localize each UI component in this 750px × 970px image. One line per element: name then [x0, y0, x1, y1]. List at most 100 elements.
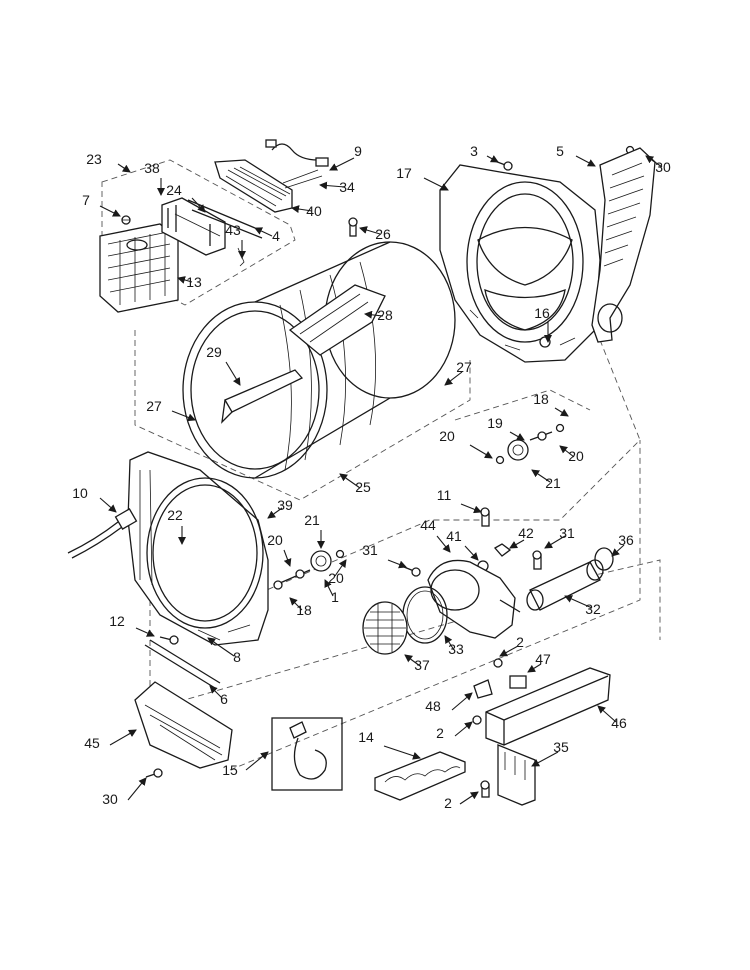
lower-duct	[134, 681, 233, 769]
callout-leader	[245, 751, 269, 771]
callout-leader	[404, 654, 421, 667]
callout-leader	[364, 310, 384, 319]
callout-leader	[209, 685, 223, 699]
callout-leader	[459, 791, 479, 805]
callout-leader	[191, 197, 206, 213]
callout-number: 45	[84, 735, 100, 751]
callout-number: 26	[375, 226, 391, 242]
callout-number: 21	[304, 512, 320, 528]
rear-duct	[591, 147, 656, 343]
callout-number: 3	[470, 143, 478, 159]
callout-number: 15	[222, 762, 238, 778]
callout-number: 40	[306, 203, 322, 219]
callout-leader	[486, 155, 499, 163]
callout-number: 35	[553, 739, 569, 755]
callout-leader	[559, 445, 575, 458]
drum	[182, 241, 456, 479]
callout-number: 12	[109, 613, 125, 629]
callout-number: 18	[296, 602, 312, 618]
callout-number: 23	[86, 151, 102, 167]
lint-screen	[99, 223, 179, 313]
heater-housing	[485, 667, 611, 746]
callout-number: 36	[618, 532, 634, 548]
callout-leader	[499, 645, 519, 657]
callout-leader	[597, 705, 617, 723]
callout-number: 27	[456, 359, 472, 375]
callout-number: 20	[267, 532, 283, 548]
callout-leader	[339, 473, 361, 489]
screw-26	[348, 217, 358, 237]
screw-11	[480, 507, 490, 527]
callout-leader	[291, 205, 313, 213]
callout-number: 1	[331, 589, 339, 605]
callout-leader	[444, 635, 455, 651]
callout-leader	[334, 559, 347, 577]
callout-number: 2	[436, 725, 444, 741]
callout-number: 18	[533, 391, 549, 407]
harness-kit	[271, 717, 343, 791]
callout-leader	[135, 627, 155, 637]
callout-number: 16	[534, 305, 550, 321]
callout-number: 2	[444, 795, 452, 811]
bracket-35	[497, 744, 536, 806]
callout-leader	[319, 181, 346, 190]
callout-number: 20	[568, 448, 584, 464]
screw-7	[121, 215, 131, 225]
callout-number: 42	[518, 525, 534, 541]
callout-leader	[423, 177, 449, 191]
callout-leader	[645, 155, 663, 168]
clip-42	[493, 543, 512, 557]
callout-number: 38	[144, 160, 160, 176]
screw-31-left	[403, 566, 421, 577]
callout-number: 4	[272, 228, 280, 244]
screw-31-right	[532, 550, 542, 570]
callout-number: 32	[585, 601, 601, 617]
blower-housing	[427, 559, 521, 639]
callout-leader	[267, 507, 283, 519]
callout-number: 20	[328, 570, 344, 586]
callout-leader	[207, 637, 235, 657]
rod-6	[144, 639, 221, 689]
callout-number: 17	[396, 165, 412, 181]
roller-assembly-lower	[273, 549, 345, 590]
callout-leader	[127, 777, 147, 801]
callout-number: 34	[339, 179, 355, 195]
callout-leader	[324, 579, 334, 597]
rear-bulkhead	[439, 164, 601, 363]
lint-housing-bracket	[161, 197, 226, 256]
callout-number: 20	[439, 428, 455, 444]
front-bulkhead	[127, 451, 269, 646]
callout-leader	[109, 729, 137, 746]
callout-leader	[509, 539, 525, 549]
callout-leader	[544, 535, 566, 549]
callout-number: 25	[355, 479, 371, 495]
callout-leader	[225, 361, 241, 386]
screw-3	[491, 159, 513, 171]
screw-2-b	[472, 715, 482, 725]
callout-number: 11	[437, 487, 452, 503]
callout-leader	[329, 157, 355, 171]
callout-leader	[611, 544, 625, 557]
callout-number: 24	[166, 182, 182, 198]
callout-leader	[454, 721, 473, 737]
callout-number: 33	[448, 641, 464, 657]
callout-leader	[444, 371, 463, 386]
callout-number: 19	[487, 415, 503, 431]
callout-leader	[383, 745, 421, 760]
callout-number: 48	[425, 698, 441, 714]
callout-number: 9	[354, 143, 362, 159]
callout-number: 44	[420, 517, 436, 533]
blower-wheel	[362, 601, 408, 655]
callout-number: 37	[414, 657, 430, 673]
callout-leader	[464, 545, 479, 561]
callout-leader	[99, 205, 121, 217]
callout-number: 22	[167, 507, 183, 523]
callout-leader	[117, 163, 131, 173]
callout-leader	[171, 410, 196, 422]
callout-leader	[177, 276, 193, 284]
callout-leader	[531, 751, 559, 767]
callout-number: 10	[72, 485, 88, 501]
clamp-36	[594, 547, 614, 571]
heater-element	[374, 751, 466, 801]
callout-number: 8	[233, 649, 241, 665]
